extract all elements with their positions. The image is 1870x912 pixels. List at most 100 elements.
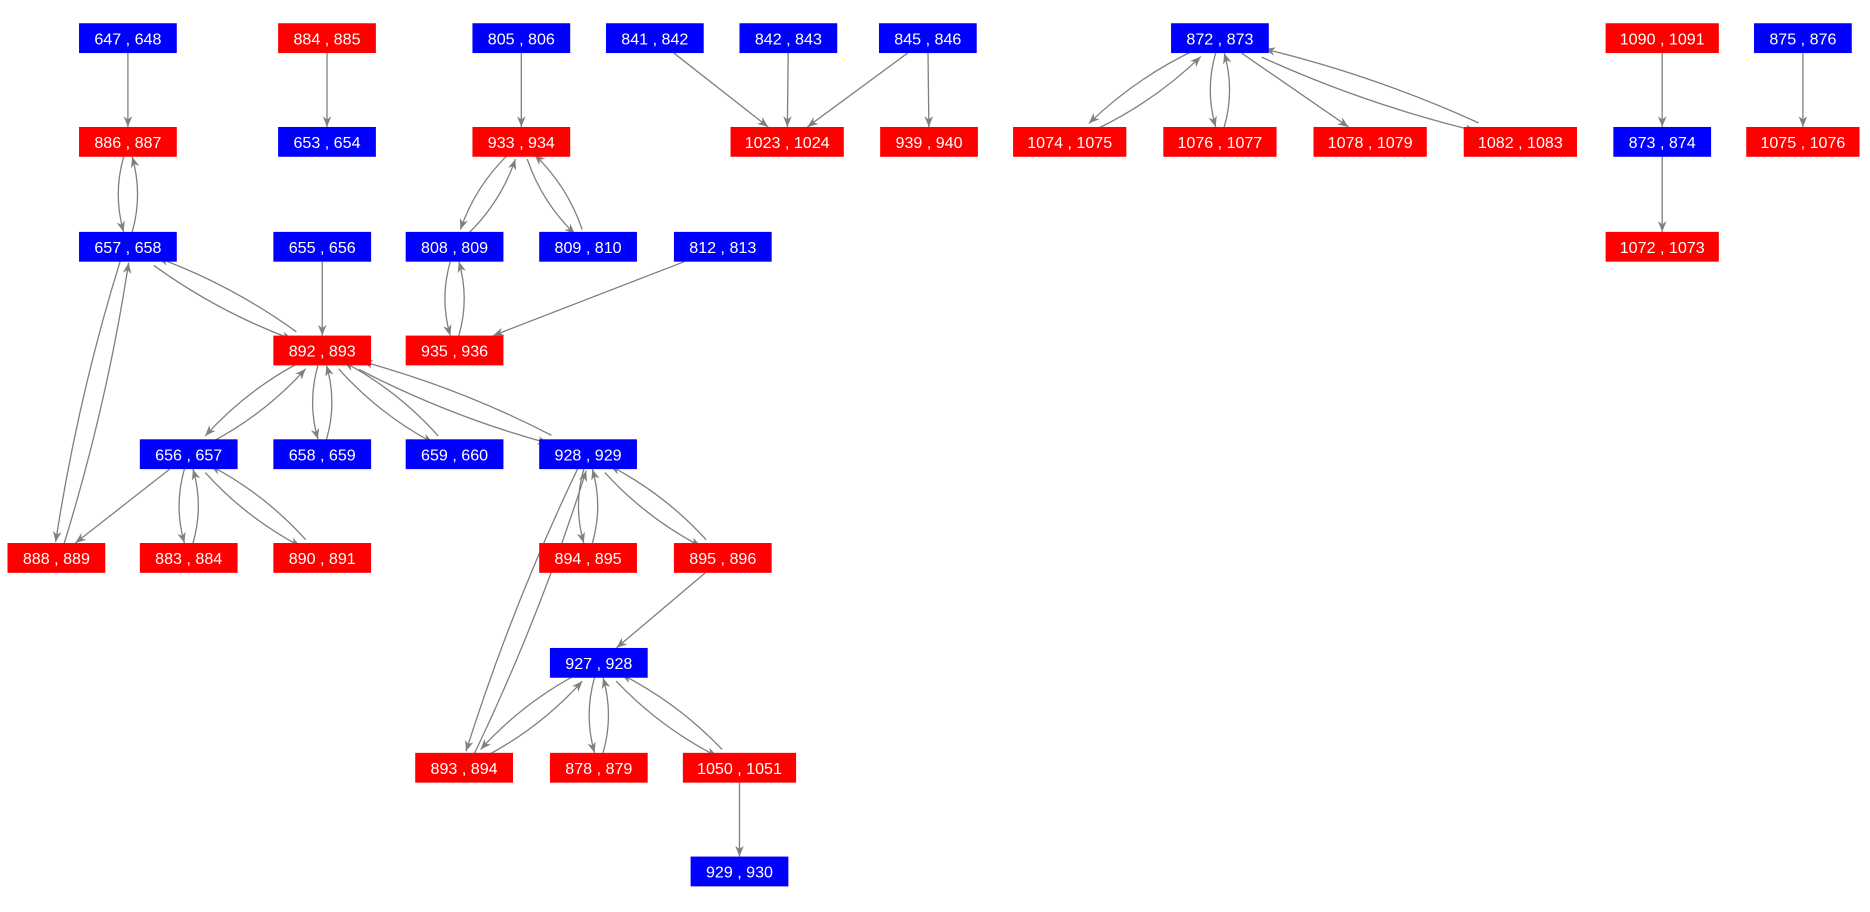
graph-node-884[interactable]: 884 , 885	[278, 23, 376, 54]
node-box[interactable]	[1163, 126, 1277, 157]
node-box[interactable]	[1605, 23, 1719, 54]
graph-node-1074[interactable]: 1074 , 1075	[1013, 126, 1127, 157]
node-box[interactable]	[730, 126, 844, 157]
node-box[interactable]	[739, 23, 838, 54]
graph-node-805[interactable]: 805 , 806	[472, 23, 571, 54]
node-box[interactable]	[539, 231, 637, 262]
graph-node-927[interactable]: 927 , 928	[549, 647, 648, 678]
graph-node-1075[interactable]: 1075 , 1076	[1746, 126, 1860, 157]
graph-node-883[interactable]: 883 , 884	[139, 543, 238, 573]
node-box[interactable]	[1746, 126, 1860, 157]
graph-node-656[interactable]: 656 , 657	[139, 439, 238, 470]
node-box[interactable]	[273, 231, 372, 262]
node-box[interactable]	[405, 231, 504, 262]
graph-node-878[interactable]: 878 , 879	[549, 752, 648, 783]
edge-845-to-1023	[806, 52, 909, 128]
node-box[interactable]	[273, 543, 372, 573]
node-box[interactable]	[1613, 126, 1712, 157]
graph-node-875[interactable]: 875 , 876	[1754, 23, 1852, 54]
node-box[interactable]	[549, 752, 648, 783]
node-box[interactable]	[878, 23, 977, 54]
graph-node-659[interactable]: 659 , 660	[405, 439, 504, 470]
node-box[interactable]	[1605, 231, 1719, 262]
edge-808-to-935	[443, 261, 452, 336]
node-box[interactable]	[139, 543, 238, 573]
node-label: 1050 , 1051	[697, 760, 782, 778]
node-box[interactable]	[415, 752, 513, 783]
node-box[interactable]	[690, 856, 789, 887]
graph-node-893[interactable]: 893 , 894	[415, 752, 513, 783]
node-box[interactable]	[79, 231, 177, 262]
node-label: 809 , 810	[555, 239, 622, 257]
node-box[interactable]	[139, 439, 238, 470]
node-box[interactable]	[605, 23, 704, 54]
graph-node-1082[interactable]: 1082 , 1083	[1463, 126, 1577, 157]
edge-872-to-1074	[1088, 48, 1197, 124]
node-box[interactable]	[549, 647, 648, 678]
node-label: 933 , 934	[488, 134, 555, 152]
graph-node-841[interactable]: 841 , 842	[605, 23, 704, 54]
graph-node-808[interactable]: 808 , 809	[405, 231, 504, 262]
node-label: 883 , 884	[155, 550, 222, 568]
graph-node-886[interactable]: 886 , 887	[79, 126, 177, 157]
node-box[interactable]	[405, 439, 504, 470]
graph-node-1076[interactable]: 1076 , 1077	[1163, 126, 1277, 157]
graph-node-1078[interactable]: 1078 , 1079	[1313, 126, 1427, 157]
graph-node-812[interactable]: 812 , 813	[673, 231, 772, 262]
graph-node-935[interactable]: 935 , 936	[405, 335, 504, 366]
graph-node-1023[interactable]: 1023 , 1024	[730, 126, 844, 157]
node-box[interactable]	[539, 439, 637, 470]
graph-node-873[interactable]: 873 , 874	[1613, 126, 1712, 157]
node-box[interactable]	[682, 752, 797, 783]
node-label: 841 , 842	[621, 30, 688, 48]
graph-node-933[interactable]: 933 , 934	[472, 126, 571, 157]
node-box[interactable]	[278, 23, 376, 54]
graph-node-655[interactable]: 655 , 656	[273, 231, 372, 262]
node-box[interactable]	[880, 126, 978, 157]
graph-node-939[interactable]: 939 , 940	[880, 126, 978, 157]
graph-node-647[interactable]: 647 , 648	[79, 23, 177, 54]
graph-node-928[interactable]: 928 , 929	[539, 439, 637, 470]
node-box[interactable]	[1463, 126, 1577, 157]
edge-872-to-1082	[1261, 56, 1476, 133]
node-box[interactable]	[472, 23, 571, 54]
node-box[interactable]	[1754, 23, 1852, 54]
graph-node-1072[interactable]: 1072 , 1073	[1605, 231, 1719, 262]
node-label: 886 , 887	[94, 134, 161, 152]
node-label: 875 , 876	[1769, 30, 1836, 48]
graph-node-657[interactable]: 657 , 658	[79, 231, 177, 262]
graph-node-888[interactable]: 888 , 889	[7, 543, 106, 573]
node-box[interactable]	[405, 335, 504, 366]
node-box[interactable]	[472, 126, 571, 157]
graph-node-1090[interactable]: 1090 , 1091	[1605, 23, 1719, 54]
node-box[interactable]	[79, 126, 177, 157]
graph-node-1050[interactable]: 1050 , 1051	[682, 752, 797, 783]
edge-808-to-933	[467, 158, 517, 235]
node-box[interactable]	[1171, 23, 1269, 54]
nodes-layer: 647 , 648 884 , 885 805 , 806 841 , 842 842 …	[7, 23, 1860, 887]
graph-node-845[interactable]: 845 , 846	[878, 23, 977, 54]
graph-node-894[interactable]: 894 , 895	[539, 543, 637, 573]
graph-node-653[interactable]: 653 , 654	[278, 126, 376, 157]
node-box[interactable]	[273, 335, 372, 366]
node-box[interactable]	[673, 543, 772, 573]
node-box[interactable]	[1313, 126, 1427, 157]
graph-node-890[interactable]: 890 , 891	[273, 543, 372, 573]
graph-node-872[interactable]: 872 , 873	[1171, 23, 1269, 54]
node-box[interactable]	[273, 439, 372, 470]
node-box[interactable]	[278, 126, 376, 157]
graph-node-929[interactable]: 929 , 930	[690, 856, 789, 887]
node-box[interactable]	[539, 543, 637, 573]
edges-layer	[53, 47, 1808, 857]
graph-node-892[interactable]: 892 , 893	[273, 335, 372, 366]
graph-node-809[interactable]: 809 , 810	[539, 231, 637, 262]
graph-node-895[interactable]: 895 , 896	[673, 543, 772, 573]
node-box[interactable]	[673, 231, 772, 262]
node-box[interactable]	[1013, 126, 1127, 157]
node-box[interactable]	[79, 23, 177, 54]
edge-933-to-808	[459, 153, 509, 230]
graph-node-658[interactable]: 658 , 659	[273, 439, 372, 470]
node-box[interactable]	[7, 543, 106, 573]
graph-node-842[interactable]: 842 , 843	[739, 23, 838, 54]
